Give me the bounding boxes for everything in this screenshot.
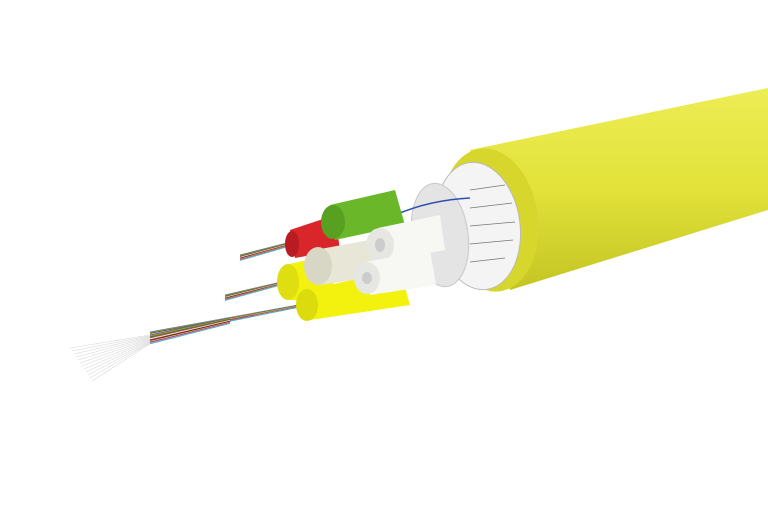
colored-fiber [149, 320, 231, 341]
tube-white-2 [354, 250, 436, 295]
bare-fiber [75, 337, 151, 358]
colored-fiber [149, 322, 231, 344]
bare-fiber [73, 336, 151, 355]
colored-fiber [149, 318, 231, 337]
colored-fiber [149, 320, 231, 340]
inner-jacket-lines [469, 184, 516, 263]
tube-white-1 [366, 215, 445, 262]
colored-fiber [149, 319, 231, 338]
bare-fiber [87, 341, 151, 376]
bare-fiber [71, 335, 151, 352]
colored-fiber [149, 319, 231, 339]
cable-jacket [470, 88, 768, 290]
colored-fiber [149, 317, 231, 336]
colored-fiber [149, 323, 231, 345]
bare-fiber [89, 342, 151, 379]
bare-fiber [83, 340, 151, 370]
colored-fiber [149, 321, 231, 342]
ripcord [394, 197, 471, 216]
bare-fiber [69, 334, 151, 349]
bare-fiber [91, 343, 151, 382]
colored-fiber [149, 322, 231, 343]
colored-fiber [149, 321, 231, 341]
bare-fiber [85, 341, 151, 373]
bare-fiber [81, 339, 151, 367]
bare-fiber [77, 337, 151, 361]
colored-fiber [149, 318, 231, 337]
bare-fiber [79, 338, 151, 364]
